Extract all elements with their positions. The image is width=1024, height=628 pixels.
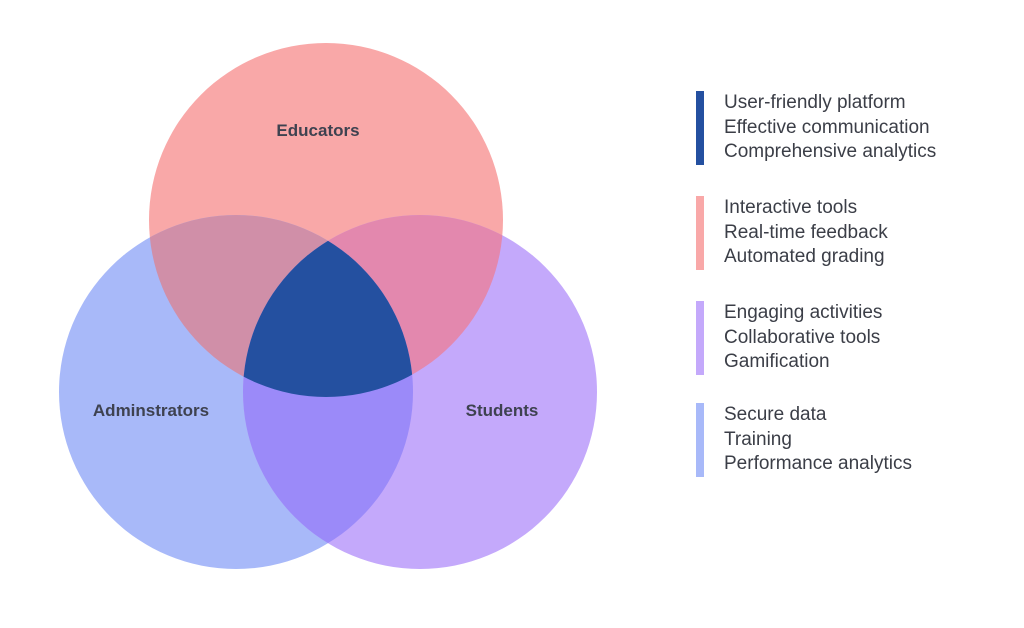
legend-bar-educators (696, 196, 704, 270)
venn-diagram: Educators Adminstrators Students (59, 43, 597, 569)
label-educators: Educators (276, 121, 359, 140)
legend-item: Effective communication (724, 116, 930, 138)
legend-item: Automated grading (724, 246, 885, 267)
legend-item: Interactive tools (724, 197, 858, 218)
legend-item: User-friendly platform (724, 92, 906, 113)
legend-item: Secure data (724, 404, 827, 425)
legend-item: Engaging activities (724, 302, 883, 323)
legend-item: Training (724, 428, 792, 450)
legend-item: Performance analytics (724, 453, 912, 474)
label-administrators: Adminstrators (93, 401, 209, 420)
legend-bar-students (696, 301, 704, 375)
label-students: Students (466, 401, 539, 420)
legend-bar-core (696, 91, 704, 165)
legend-bar-administrators (696, 403, 704, 477)
legend-item: Comprehensive analytics (724, 141, 937, 162)
overlap-center (243, 215, 413, 397)
legend-group-administrators: Secure data Training Performance analyti… (696, 403, 912, 477)
legend-item: Collaborative tools (724, 326, 881, 348)
legend-group-students: Engaging activities Collaborative tools … (696, 301, 882, 375)
legend-item: Gamification (724, 351, 830, 372)
legend-item: Real-time feedback (724, 221, 888, 243)
legend-group-core: User-friendly platform Effective communi… (696, 91, 936, 165)
legend-group-educators: Interactive tools Real-time feedback Aut… (696, 196, 888, 270)
